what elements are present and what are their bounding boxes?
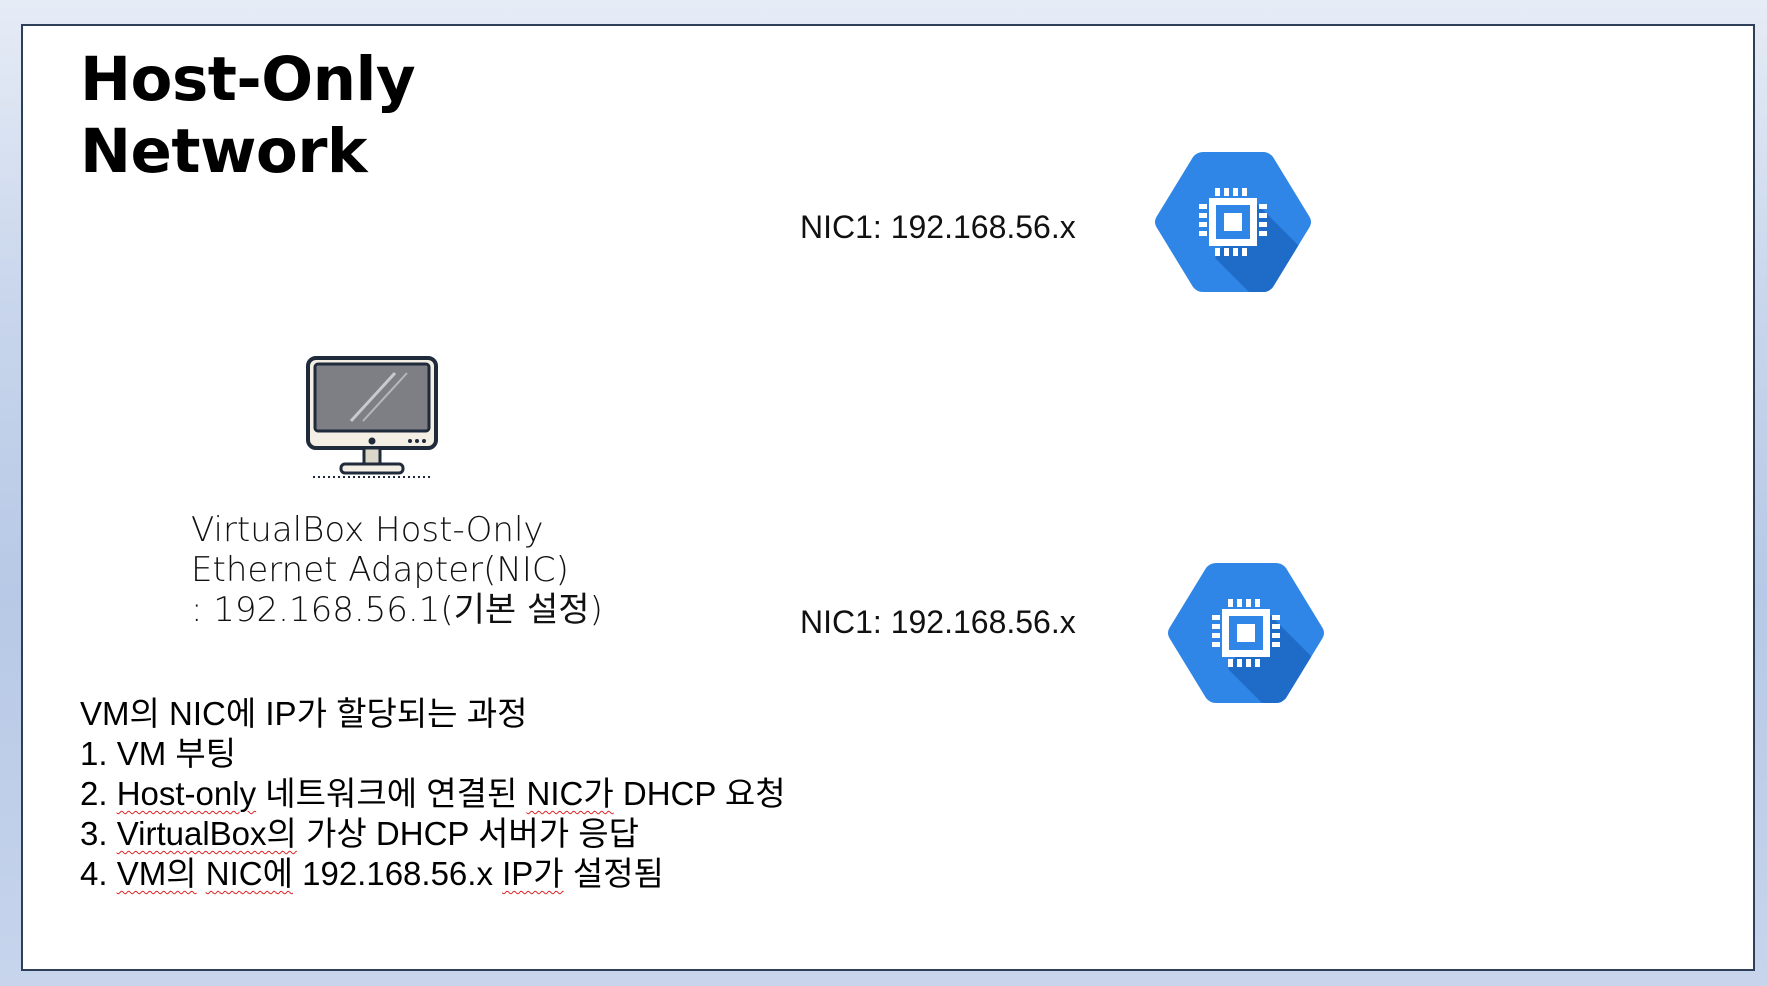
vm1-nic-label: NIC1: 192.168.56.x [800,209,1076,245]
process-heading: VM의 NIC에 IP가 할당되는 과정 [80,695,528,732]
adapter-line-3: : 192.168.56.1(기본 설정) [191,590,603,630]
host-adapter-label: VirtualBox Host-Only Ethernet Adapter(NI… [191,510,603,630]
monitor-icon [305,355,439,481]
ip-assignment-process: VM의 NIC에 IP가 할당되는 과정 1. VM 부팅 2. Host-on… [80,694,786,894]
process-step-1: 1. VM 부팅 [80,735,237,772]
adapter-line-1: VirtualBox Host-Only [191,510,544,550]
slide-title: Host-Only Network [80,44,416,188]
process-step-4: 4. VM의 NIC에 192.168.56.x IP가 설정됨 [80,855,664,892]
title-line-2: Network [80,116,368,187]
process-step-3: 3. VirtualBox의 가상 DHCP 서버가 응답 [80,815,639,852]
adapter-line-2: Ethernet Adapter(NIC) [191,550,569,590]
title-line-1: Host-Only [80,44,416,115]
process-step-2: 2. Host-only 네트워크에 연결된 NIC가 DHCP 요청 [80,775,786,812]
vm-chip-icon [1153,152,1313,292]
slide: Host-Only Network NIC1: 192.168.56.x [21,24,1755,971]
vm-chip-icon [1166,563,1326,703]
vm2-nic-label: NIC1: 192.168.56.x [800,604,1076,640]
